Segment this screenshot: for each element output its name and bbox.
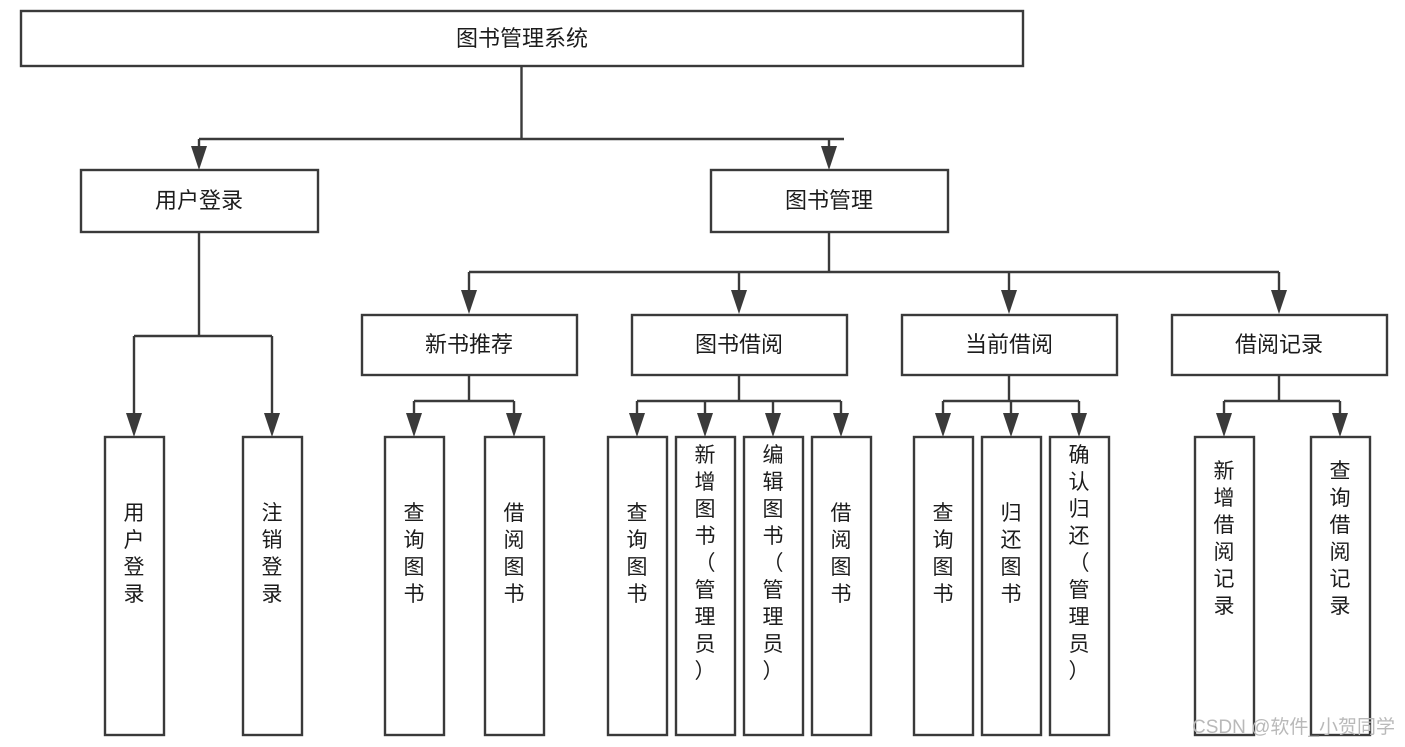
node-leaf-edit-book-label: 编辑图书（管理员） bbox=[763, 444, 784, 683]
node-leaf-add-record[interactable]: 新增借阅记录 bbox=[1193, 435, 1256, 737]
node-leaf-add-record-box[interactable] bbox=[1193, 435, 1256, 737]
node-leaf-edit-book[interactable]: 编辑图书（管理员） bbox=[742, 435, 805, 737]
arrowhead-leaf-query-book-1 bbox=[406, 413, 422, 437]
arrowhead-leaf-confirm-return bbox=[1071, 413, 1087, 437]
arrowhead-book-borrow bbox=[731, 290, 747, 314]
node-leaf-add-book-label: 新增图书（管理员） bbox=[695, 444, 716, 683]
arrowhead-user-login bbox=[191, 146, 207, 170]
arrowhead-current-borrow bbox=[1001, 290, 1017, 314]
arrowhead-leaf-add-record bbox=[1216, 413, 1232, 437]
csdn-watermark: CSDN @软件_小贺同学 bbox=[1192, 716, 1395, 738]
node-borrow-record[interactable]: 借阅记录 bbox=[1170, 313, 1389, 377]
node-book-borrow-label: 图书借阅 bbox=[695, 332, 783, 357]
node-leaf-borrow-book-2[interactable]: 借阅图书 bbox=[810, 435, 873, 737]
node-leaf-query-book-2-label: 查询图书 bbox=[627, 502, 648, 606]
node-leaf-borrow-book-1[interactable]: 借阅图书 bbox=[483, 435, 546, 737]
arrowhead-leaf-query-record bbox=[1332, 413, 1348, 437]
node-leaf-query-book-3-label: 查询图书 bbox=[933, 502, 954, 606]
arrowhead-leaf-edit-book bbox=[765, 413, 781, 437]
node-book-borrow[interactable]: 图书借阅 bbox=[630, 313, 849, 377]
arrowhead-borrow-record bbox=[1271, 290, 1287, 314]
node-user-login-box[interactable] bbox=[79, 168, 320, 234]
arrowhead-leaf-borrow-book-1 bbox=[506, 413, 522, 437]
node-current-borrow[interactable]: 当前借阅 bbox=[900, 313, 1119, 377]
node-user-login-label: 用户登录 bbox=[155, 188, 243, 213]
node-book-manage[interactable]: 图书管理 bbox=[709, 168, 950, 234]
node-leaf-edit-book-box[interactable] bbox=[742, 435, 805, 737]
node-leaf-return-book[interactable]: 归还图书 bbox=[980, 435, 1043, 737]
node-leaf-user-login[interactable]: 用户登录 bbox=[103, 435, 166, 737]
node-leaf-query-record-label: 查询借阅记录 bbox=[1330, 460, 1351, 618]
node-borrow-record-box[interactable] bbox=[1170, 313, 1389, 377]
node-leaf-query-book-3[interactable]: 查询图书 bbox=[912, 435, 975, 737]
node-leaf-query-record[interactable]: 查询借阅记录 bbox=[1309, 435, 1372, 737]
node-leaf-user-login-box[interactable] bbox=[103, 435, 166, 737]
node-leaf-borrow-book-1-label: 借阅图书 bbox=[504, 502, 525, 606]
node-leaf-query-book-2[interactable]: 查询图书 bbox=[606, 435, 669, 737]
arrowhead-leaf-query-book-3 bbox=[935, 413, 951, 437]
node-leaf-add-book-box[interactable] bbox=[674, 435, 737, 737]
node-root[interactable]: 图书管理系统 bbox=[19, 9, 1025, 68]
node-leaf-confirm-return-label: 确认归还（管理员） bbox=[1069, 444, 1090, 683]
node-leaf-borrow-book-2-box[interactable] bbox=[810, 435, 873, 737]
node-leaf-add-record-label: 新增借阅记录 bbox=[1214, 460, 1235, 618]
node-leaf-user-logout[interactable]: 注销登录 bbox=[241, 435, 304, 737]
node-borrow-record-label: 借阅记录 bbox=[1235, 332, 1323, 357]
node-leaf-query-book-1-label: 查询图书 bbox=[404, 502, 425, 606]
node-leaf-add-book[interactable]: 新增图书（管理员） bbox=[674, 435, 737, 737]
arrowhead-leaf-borrow-book-2 bbox=[833, 413, 849, 437]
node-leaf-query-book-1[interactable]: 查询图书 bbox=[383, 435, 446, 737]
node-leaf-confirm-return-box[interactable] bbox=[1048, 435, 1111, 737]
node-leaf-borrow-book-1-box[interactable] bbox=[483, 435, 546, 737]
node-book-manage-label: 图书管理 bbox=[785, 188, 873, 213]
arrowhead-leaf-user-login bbox=[126, 413, 142, 437]
connector-layer bbox=[126, 66, 1348, 437]
node-leaf-user-login-label: 用户登录 bbox=[124, 502, 145, 606]
node-root-label: 图书管理系统 bbox=[456, 26, 588, 51]
arrowhead-book-manage bbox=[821, 146, 837, 170]
node-leaf-return-book-label: 归还图书 bbox=[1001, 502, 1022, 606]
node-user-login[interactable]: 用户登录 bbox=[79, 168, 320, 234]
node-leaf-query-book-1-box[interactable] bbox=[383, 435, 446, 737]
node-book-manage-box[interactable] bbox=[709, 168, 950, 234]
node-new-book-rec-label: 新书推荐 bbox=[425, 332, 513, 357]
arrowhead-leaf-add-book bbox=[697, 413, 713, 437]
node-leaf-borrow-book-2-label: 借阅图书 bbox=[831, 502, 852, 606]
node-leaf-user-logout-label: 注销登录 bbox=[262, 502, 283, 606]
arrowhead-leaf-query-book-2 bbox=[629, 413, 645, 437]
node-leaf-confirm-return[interactable]: 确认归还（管理员） bbox=[1048, 435, 1111, 737]
node-new-book-rec[interactable]: 新书推荐 bbox=[360, 313, 579, 377]
arrowhead-leaf-return-book bbox=[1003, 413, 1019, 437]
node-leaf-user-logout-box[interactable] bbox=[241, 435, 304, 737]
node-current-borrow-box[interactable] bbox=[900, 313, 1119, 377]
node-current-borrow-label: 当前借阅 bbox=[965, 332, 1053, 357]
node-new-book-rec-box[interactable] bbox=[360, 313, 579, 377]
arrowhead-leaf-user-logout bbox=[264, 413, 280, 437]
arrowhead-new-book-rec bbox=[461, 290, 477, 314]
node-leaf-query-record-box[interactable] bbox=[1309, 435, 1372, 737]
node-leaf-query-book-2-box[interactable] bbox=[606, 435, 669, 737]
node-root-box[interactable] bbox=[19, 9, 1025, 68]
node-book-borrow-box[interactable] bbox=[630, 313, 849, 377]
node-leaf-query-book-3-box[interactable] bbox=[912, 435, 975, 737]
node-leaf-return-book-box[interactable] bbox=[980, 435, 1043, 737]
